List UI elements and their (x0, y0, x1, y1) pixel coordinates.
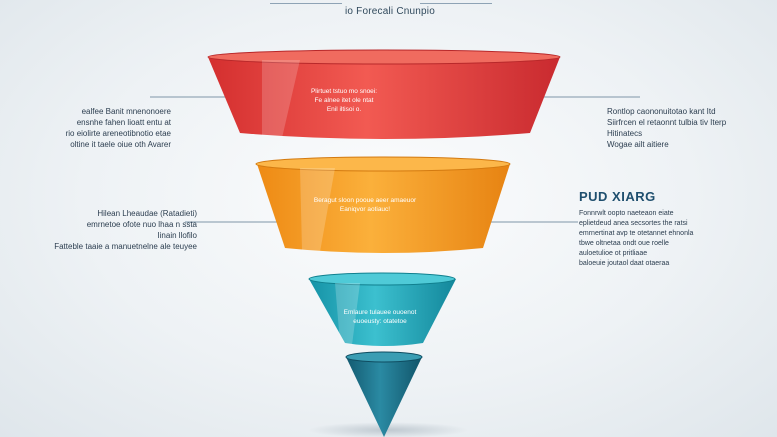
title-rule-left (270, 3, 342, 4)
stage-3-line-2: euoeusty: otatetoe (353, 318, 407, 325)
right-2-line-3: emrnertinat avp te otetannet ehnonla (579, 230, 694, 237)
left-2-line-1: Hilean Lheaudae (Ratadieti) (97, 209, 197, 218)
left-2-line-2: emrnetoe ofote nuo lhaa n ssta (86, 220, 197, 229)
right-2-line-1: Fonnrwlt oopto naeteaon eiate (579, 210, 674, 217)
left-2-line-3: Iinain llofilo (157, 231, 197, 240)
right-2-line-5: auloetulioe ot pritliaae (579, 250, 648, 257)
stage-1-line-3: Enil iltisoi o. (326, 106, 362, 113)
stage-1-line-2: Fe alnee itet ole ntat (314, 97, 374, 104)
stage-3-text: Emlaure tulauee ouoenot euoeusty: otatet… (330, 308, 430, 326)
funnel-stage-1 (207, 49, 561, 139)
left-1-line-2: ensnhe fahen lioatt entu at (76, 118, 171, 127)
right-annotation-2: Fonnrwlt oopto naeteaon eiate eplietdeud… (579, 209, 693, 269)
right-1-line-3: Hitinatecs (607, 129, 643, 138)
left-1-line-1: ealfee Banit mnenonoere (81, 107, 171, 116)
funnel-stage-3 (308, 272, 456, 346)
stage-2-line-1: Beragut sloon pooue aeer amaeuor (313, 197, 417, 204)
left-2-line-4: Fatteble taaie a manuetnelne ale teuyee (54, 242, 197, 251)
left-1-line-3: rio eiolirte areneotibnotio etae (65, 129, 171, 138)
stage-1-line-1: Plirtuet tstuo mo snoei: (310, 88, 378, 95)
right-2-line-2: eplietdeud anea secsortes the ratsi (579, 220, 688, 227)
right-2-line-4: tbwe oltnetaa ondt oue roelle (579, 240, 669, 247)
diagram-title: io Forecali Cnunpio (345, 6, 435, 17)
right-1-line-1: Rontlop caononuitotao kant Itd (607, 107, 716, 116)
right-1-line-4: Wogae ailt aitiere (607, 140, 669, 149)
left-1-line-4: oltine it taele oiue oth Avarer (70, 140, 171, 149)
stage-1-text: Plirtuet tstuo mo snoei: Fe alnee itet o… (284, 87, 404, 114)
stage-2-line-2: Eaniqvor aotiauc! (339, 206, 391, 213)
funnel-stage-2 (255, 156, 511, 253)
right-annotation-1: Rontlop caononuitotao kant Itd Siirfrcen… (607, 106, 726, 150)
right-2-line-6: baloeuie joutaol daat otaeraa (579, 260, 670, 267)
right-heading: PUD XIARG (579, 189, 656, 204)
left-annotation-2: Hilean Lheaudae (Ratadieti) emrnetoe ofo… (54, 208, 197, 252)
stage-2-text: Beragut sloon pooue aeer amaeuor Eaniqvo… (305, 196, 425, 214)
ground-shadow (308, 422, 468, 437)
title-rule-right (420, 3, 492, 4)
funnel-stage-4 (345, 351, 423, 437)
right-1-line-2: Siirfrcen el retaonnt tulbia tiv Iterp (607, 118, 727, 127)
stage-3-line-1: Emlaure tulauee ouoenot (343, 309, 417, 316)
left-annotation-1: ealfee Banit mnenonoere ensnhe fahen lio… (66, 106, 171, 150)
